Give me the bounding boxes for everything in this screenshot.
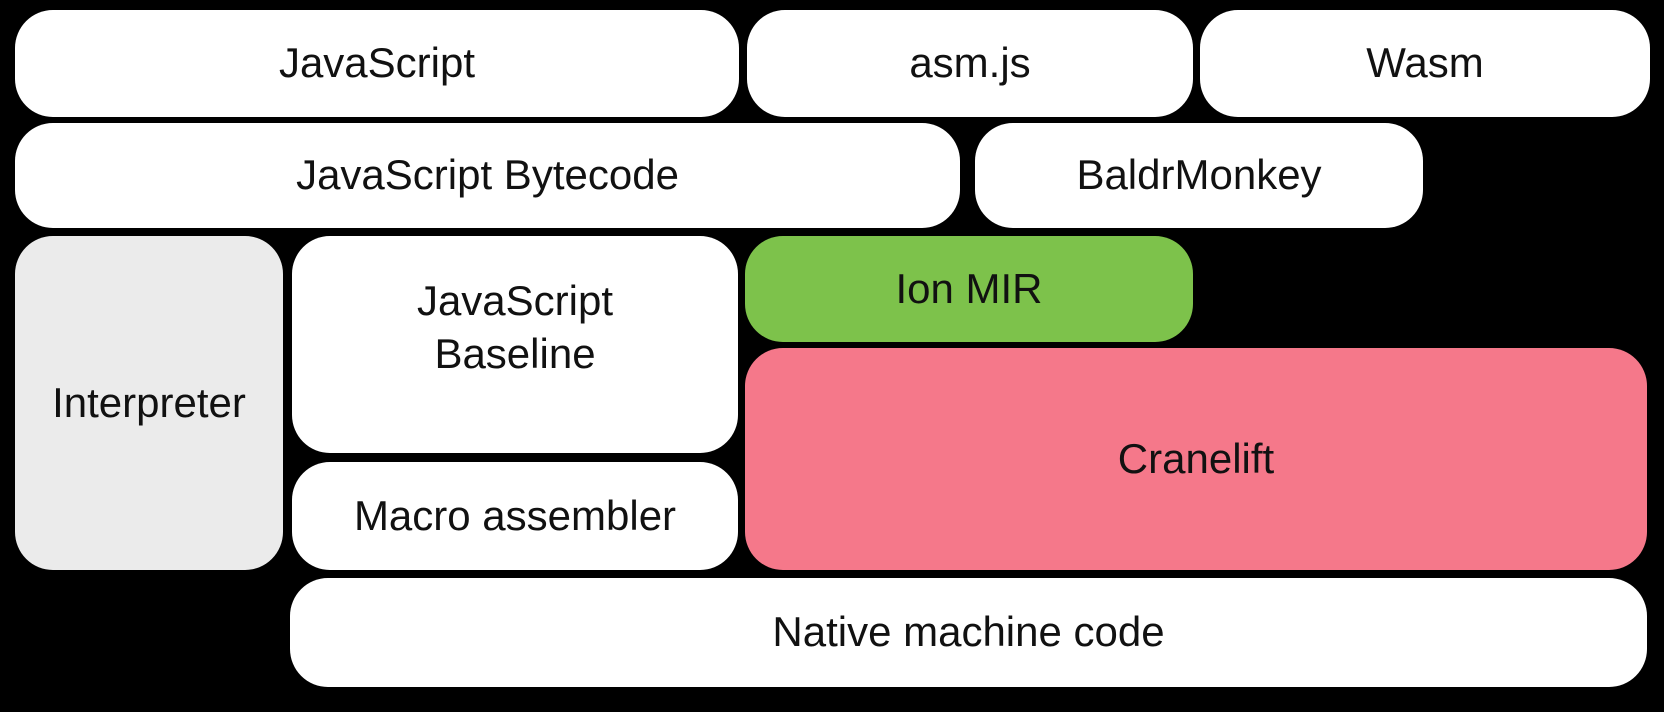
box-native-machine-code: Native machine code <box>290 578 1647 687</box>
box-javascript-bytecode: JavaScript Bytecode <box>15 123 960 228</box>
box-javascript-baseline: JavaScript Baseline <box>292 236 738 453</box>
box-wasm: Wasm <box>1200 10 1650 117</box>
box-interpreter: Interpreter <box>15 236 283 570</box>
box-javascript: JavaScript <box>15 10 739 117</box>
box-ion-mir: Ion MIR <box>745 236 1193 342</box>
box-baldrmonkey: BaldrMonkey <box>975 123 1423 228</box>
box-macro-assembler: Macro assembler <box>292 462 738 570</box>
box-asmjs: asm.js <box>747 10 1193 117</box>
box-cranelift: Cranelift <box>745 348 1647 570</box>
